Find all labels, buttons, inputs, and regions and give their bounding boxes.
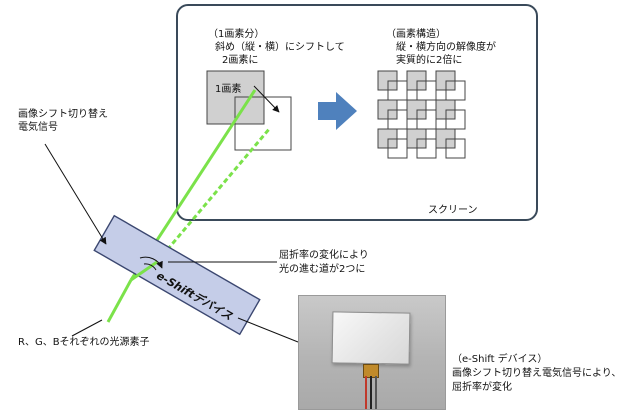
- grid-shifted-pixel: [387, 109, 408, 130]
- photo-caption-line1: （e-Shift デバイス）: [452, 352, 547, 365]
- pixel-structure-line1: 縦・横方向の解像度が: [396, 40, 496, 53]
- pixel-structure-line2: 実質的に2倍に: [396, 53, 462, 66]
- light-path-source: [106, 279, 133, 323]
- wire-black: [370, 376, 372, 409]
- shift-direction-arrow: [253, 85, 280, 113]
- grid-shifted-pixel: [416, 109, 437, 130]
- shifted-pixel: [234, 96, 292, 151]
- pixel-unit-line2: 2画素に: [222, 53, 258, 66]
- light-path-dashed: [155, 127, 272, 263]
- device-photo: [298, 295, 446, 410]
- signal-label-line1: 画像シフト切り替え: [18, 107, 108, 120]
- grid-shifted-pixel: [445, 138, 466, 159]
- signal-label-line2: 電気信号: [18, 120, 58, 133]
- screen-caption: スクリーン: [428, 204, 478, 216]
- right-arrow-icon: [318, 92, 357, 130]
- photo-caption-line2: 画像シフト切り替え電気信号により、: [452, 366, 621, 379]
- grid-shifted-pixel: [445, 109, 466, 130]
- wire-gray: [375, 376, 377, 409]
- grid-shifted-pixel: [445, 80, 466, 101]
- grid-shifted-pixel: [387, 80, 408, 101]
- grid-shifted-pixel: [387, 138, 408, 159]
- arc-angle-icon: [139, 256, 163, 269]
- pixel-unit-line1: 斜め（縦・横）にシフトして: [215, 40, 345, 53]
- grid-shifted-pixel: [416, 138, 437, 159]
- light-source-pointer: [71, 319, 103, 337]
- light-source-label: R、G、Bそれぞれの光源素子: [18, 335, 150, 348]
- signal-pointer: [44, 143, 107, 245]
- pixel-box-label: 1画素: [215, 82, 241, 95]
- grid-shifted-pixel: [416, 80, 437, 101]
- photo-pointer: [237, 317, 299, 343]
- wire-red: [365, 376, 367, 409]
- pixel-structure-header: （画素構造）: [386, 27, 446, 40]
- refraction-line1: 屈折率の変化により: [279, 248, 369, 261]
- pixel-unit-header: （1画素分）: [208, 27, 264, 40]
- photo-caption-line3: 屈折率が変化: [452, 380, 512, 393]
- arc-angle-inner: [143, 263, 157, 271]
- screen-box: [176, 4, 538, 221]
- device-panel-image: [331, 311, 411, 365]
- refraction-line2: 光の進む道が2つに: [279, 262, 365, 275]
- eshift-device: e-Shiftデバイス: [93, 214, 261, 336]
- pixel-grid: [377, 70, 466, 159]
- light-path-inside: [130, 260, 158, 282]
